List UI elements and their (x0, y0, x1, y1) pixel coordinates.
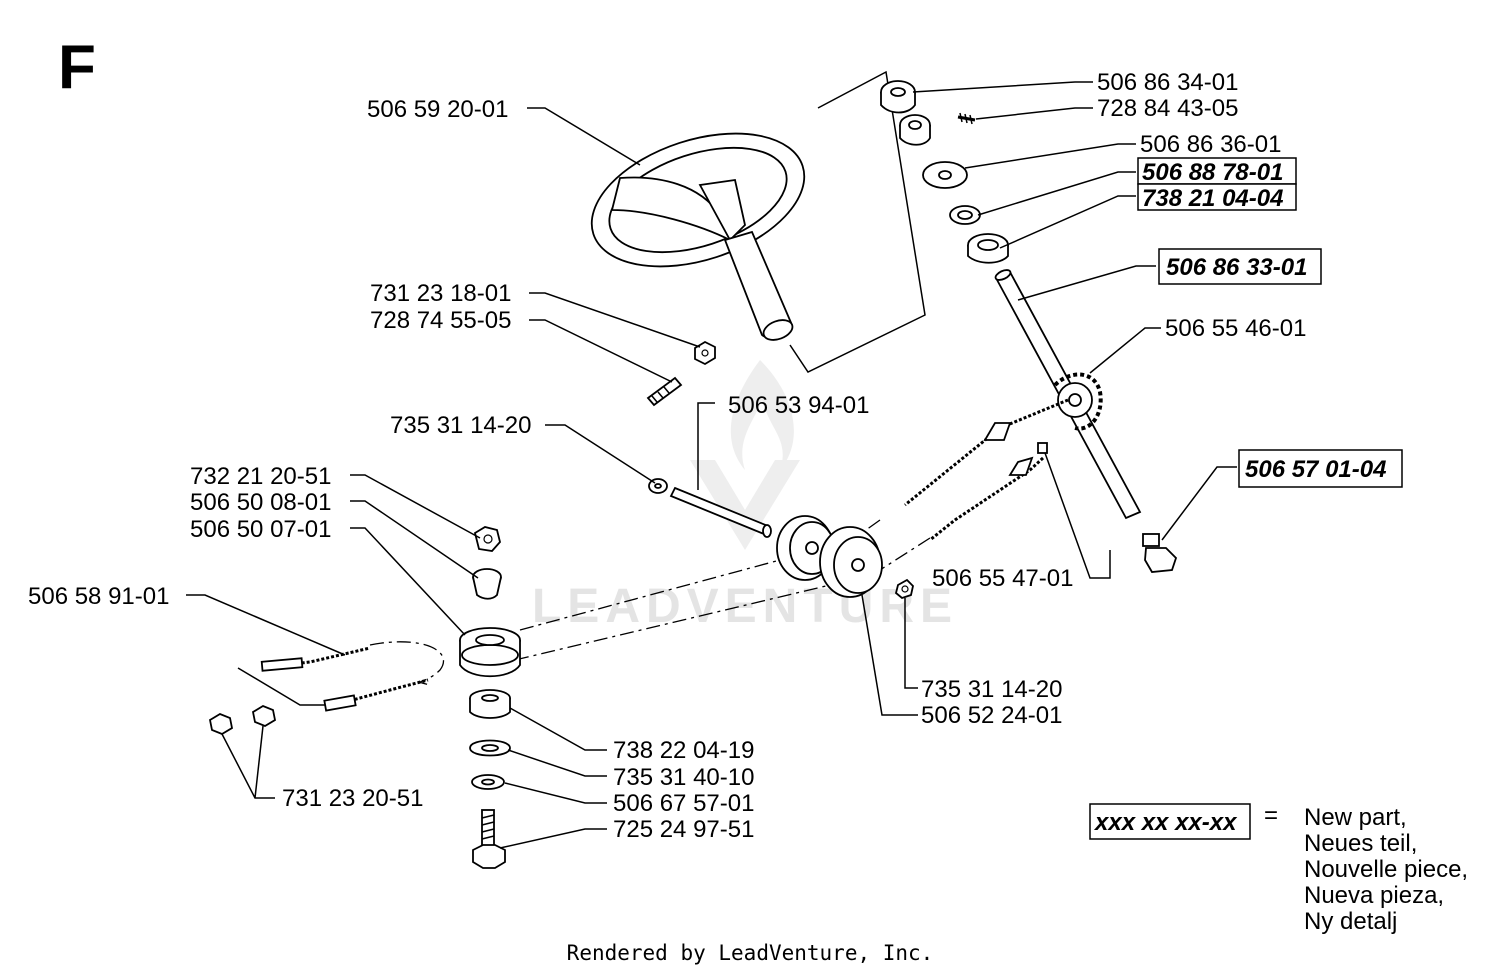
label-738-21-04-04-new: 738 21 04-04 (1142, 185, 1283, 212)
sheet-letter: F (58, 33, 96, 102)
label-506-57-01-04-new: 506 57 01-04 (1245, 456, 1386, 483)
watermark-flame-icon (730, 360, 794, 470)
column-stack (880, 80, 1178, 573)
label-735-31-14-20-b: 735 31 14-20 (921, 676, 1062, 703)
left-cables (208, 646, 429, 736)
part-labels: 506 59 20-01 731 23 18-01 728 74 55-05 7… (28, 69, 1403, 843)
legend-equals: = (1264, 802, 1278, 829)
label-506-55-47-01: 506 55 47-01 (932, 565, 1073, 592)
label-731-23-20-51: 731 23 20-51 (282, 785, 423, 812)
nut-731-23-18-01 (694, 340, 716, 366)
label-506-86-34-01: 506 86 34-01 (1097, 69, 1238, 96)
label-506-88-78-01-new: 506 88 78-01 (1142, 159, 1283, 186)
credit-text: Rendered by LeadVenture, Inc. (567, 941, 934, 965)
legend-line-2: Neues teil, (1304, 830, 1417, 857)
column-group-bracket (789, 70, 926, 373)
watermark: LEADVENTURE (532, 360, 958, 633)
nut-735-31-14-20-right (894, 578, 914, 600)
legend-line-4: Nueva pieza, (1304, 882, 1444, 909)
label-735-31-14-20-a: 735 31 14-20 (390, 412, 531, 439)
watermark-text: LEADVENTURE (532, 580, 958, 633)
legend-line-3: Nouvelle piece, (1304, 856, 1468, 883)
steering-wheel (590, 132, 806, 341)
label-506-50-08-01: 506 50 08-01 (190, 489, 331, 516)
label-506-86-36-01: 506 86 36-01 (1140, 131, 1281, 158)
left-stack (459, 526, 521, 869)
label-738-22-04-19: 738 22 04-19 (613, 737, 754, 764)
legend-line-1: New part, (1304, 804, 1407, 831)
label-506-86-33-01-new: 506 86 33-01 (1166, 254, 1307, 281)
label-731-23-18-01: 731 23 18-01 (370, 280, 511, 307)
bolt-728-74-55-05 (646, 376, 683, 407)
label-506-55-46-01: 506 55 46-01 (1165, 315, 1306, 342)
label-506-67-57-01: 506 67 57-01 (613, 790, 754, 817)
label-506-58-91-01: 506 58 91-01 (28, 583, 169, 610)
label-506-59-20-01: 506 59 20-01 (367, 96, 508, 123)
label-728-84-43-05: 728 84 43-05 (1097, 95, 1238, 122)
legend: xxx xx xx-xx = New part, Neues teil, Nou… (1089, 802, 1468, 935)
watermark-v-icon (690, 460, 800, 550)
legend-line-5: Ny detalj (1304, 908, 1397, 935)
cable-rods (851, 398, 1069, 571)
label-735-31-40-10: 735 31 40-10 (613, 764, 754, 791)
label-506-50-07-01: 506 50 07-01 (190, 516, 331, 543)
label-506-53-94-01: 506 53 94-01 (728, 392, 869, 419)
label-732-21-20-51: 732 21 20-51 (190, 463, 331, 490)
label-728-74-55-05: 728 74 55-05 (370, 307, 511, 334)
label-506-52-24-01: 506 52 24-01 (921, 702, 1062, 729)
legend-code: xxx xx xx-xx (1093, 809, 1238, 836)
leader-lines (186, 81, 1237, 849)
shaft-506-53-94-01 (669, 486, 772, 538)
pulley-pair-506-52-24-01 (776, 515, 883, 598)
label-725-24-97-51: 725 24 97-51 (613, 816, 754, 843)
